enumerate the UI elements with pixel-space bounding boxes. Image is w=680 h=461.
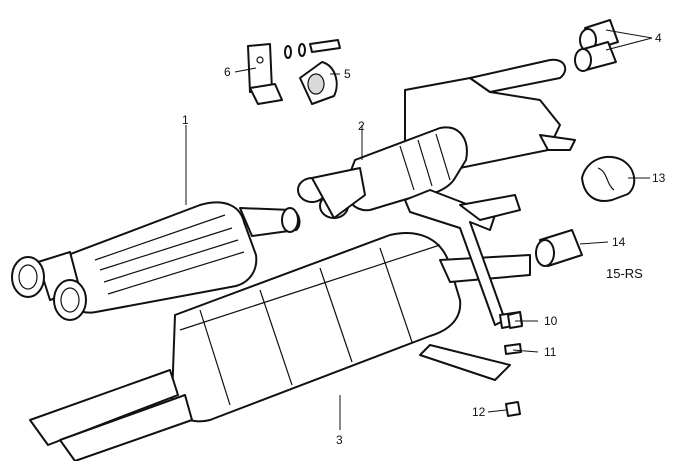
- callout-12: 12: [472, 405, 486, 419]
- part-13-rubber-hanger: [581, 155, 636, 202]
- callout-14: 14: [612, 235, 626, 249]
- callout-6: 6: [224, 65, 231, 79]
- callout-10: 10: [544, 314, 558, 328]
- reference-note: 15-RS: [606, 266, 643, 281]
- callout-4: 4: [655, 31, 662, 45]
- callout-2: 2: [358, 119, 365, 133]
- part-5-rubber-mount: [299, 61, 338, 105]
- callout-3: 3: [336, 433, 343, 447]
- part-6-bracket: [247, 39, 341, 105]
- part-3-rear-muffler: [29, 232, 531, 461]
- part-4-pipe-clamps: [574, 19, 619, 72]
- part-2-center-resonator: [297, 58, 576, 219]
- callout-11: 11: [544, 345, 557, 359]
- callout-5: 5: [344, 67, 351, 81]
- callout-13: 13: [652, 171, 666, 185]
- callout-1: 1: [182, 113, 189, 127]
- part-14-sleeve: [535, 229, 583, 267]
- part-1-front-silencer: [11, 201, 301, 321]
- hardware-10-11-12: [504, 311, 523, 417]
- leader-lines: [185, 29, 653, 430]
